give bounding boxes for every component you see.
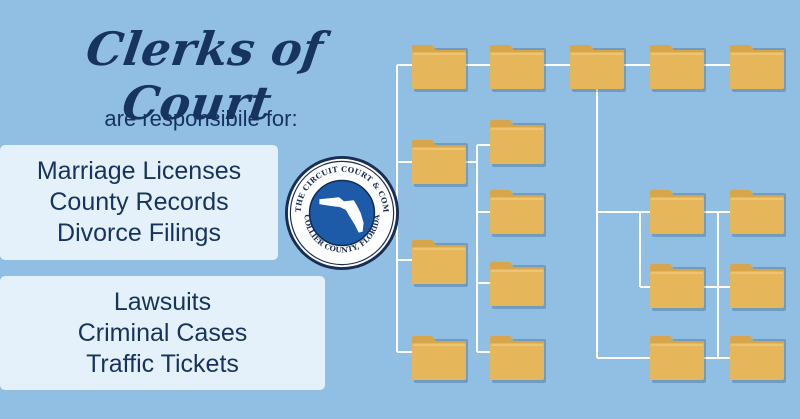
folder-icon — [490, 336, 546, 383]
responsibility-item: Divorce Filings — [57, 219, 221, 247]
folder-icon — [490, 45, 546, 92]
folder-icon — [570, 45, 626, 92]
folder-icon — [412, 240, 468, 287]
folder-icon — [412, 140, 468, 187]
responsibility-item: Traffic Tickets — [86, 349, 239, 378]
folder-icon — [650, 190, 706, 237]
responsibility-item: Criminal Cases — [77, 318, 248, 347]
folder-icon — [730, 264, 786, 311]
folder-icon — [650, 264, 706, 311]
county-seal-icon: CLERK OF THE CIRCUIT COURT & COMPTROLLER… — [283, 154, 400, 271]
folder-icon — [730, 45, 786, 92]
folder-icon — [730, 190, 786, 237]
responsibility-item: Marriage Licenses — [36, 157, 242, 185]
responsibility-panel-2: Lawsuits Criminal Cases Traffic Tickets — [0, 276, 325, 390]
responsibility-item: County Records — [49, 188, 229, 216]
folder-icon — [490, 190, 546, 237]
folder-icon — [650, 336, 706, 383]
folder-icon — [490, 262, 546, 309]
responsibility-panel-1: Marriage Licenses County Records Divorce… — [0, 145, 278, 260]
florida-outline-icon — [319, 197, 364, 233]
folder-icon — [412, 45, 468, 92]
folder-icon — [730, 336, 786, 383]
folders — [412, 45, 786, 383]
folder-icon — [490, 120, 546, 167]
responsibility-item: Lawsuits — [113, 287, 212, 316]
page-subtitle: are responsibile for: — [104, 106, 298, 131]
folder-icon — [650, 45, 706, 92]
folder-icon — [412, 336, 468, 383]
